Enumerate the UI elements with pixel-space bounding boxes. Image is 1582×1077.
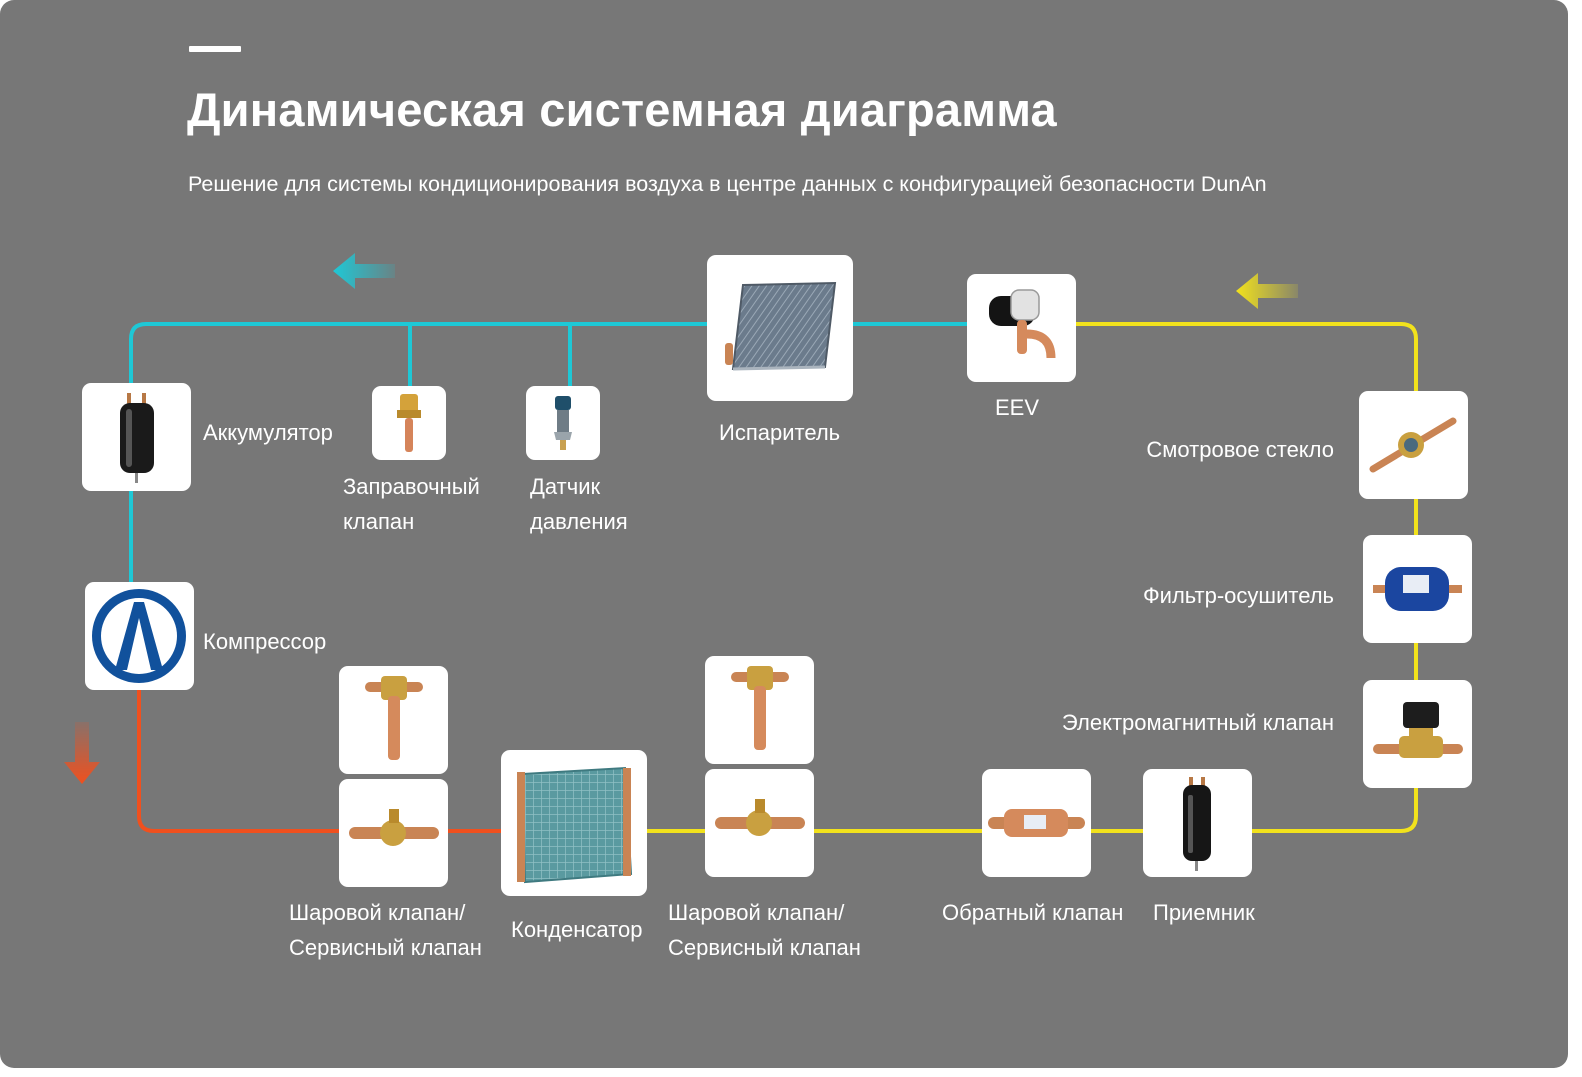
ball-valve-left-label: Шаровой клапан/ Сервисный клапан — [289, 900, 482, 960]
sight-glass-label: Смотровое стекло — [1146, 437, 1334, 462]
service-valve-left-tile[interactable] — [339, 666, 448, 774]
compressor-logo-icon — [92, 589, 186, 683]
evaporator-tile[interactable] — [707, 255, 853, 401]
charging-valve-icon — [397, 394, 421, 452]
page-subtitle: Решение для системы кондиционирования во… — [188, 172, 1267, 196]
condenser-tile[interactable] — [501, 750, 647, 896]
check-valve-tile[interactable] — [982, 769, 1091, 877]
eev-tile[interactable] — [967, 274, 1076, 382]
compressor-label: Компрессор — [203, 629, 327, 654]
pressure-sensor-tile[interactable] — [526, 386, 600, 460]
solenoid-valve-icon — [1373, 702, 1463, 758]
discharge-line — [137, 690, 505, 833]
pressure-sensor-icon — [554, 396, 572, 450]
charging-valve-label: Заправочный клапан — [343, 474, 480, 534]
evaporator-coil-icon — [725, 281, 837, 371]
filter-drier-icon — [1373, 567, 1462, 611]
service-valve-right-tile[interactable] — [705, 656, 814, 764]
sight-glass-icon — [1369, 417, 1457, 473]
page-title: Динамическая системная диаграмма — [187, 83, 1057, 136]
eev-label: EEV — [995, 395, 1040, 420]
receiver-icon — [1183, 777, 1211, 871]
ball-valve-right-tile[interactable] — [705, 769, 814, 877]
condenser-coil-icon — [517, 766, 633, 884]
receiver-label: Приемник — [1153, 900, 1255, 925]
filter-drier-tile[interactable] — [1363, 535, 1472, 643]
service-valve-icon — [731, 666, 789, 750]
pressure-sensor-label: Датчик давления — [530, 474, 628, 534]
charging-valve-tile[interactable] — [372, 386, 446, 460]
receiver-tile[interactable] — [1143, 769, 1252, 877]
service-valve-icon — [365, 676, 423, 760]
check-valve-icon — [988, 809, 1085, 837]
evaporator-label: Испаритель — [719, 420, 841, 445]
ball-valve-icon — [349, 809, 439, 846]
solenoid-valve-tile[interactable] — [1363, 680, 1472, 788]
eev-icon — [989, 289, 1056, 359]
suction-line — [129, 322, 985, 583]
suction-flow-arrow — [333, 253, 395, 289]
title-accent-bar — [189, 46, 241, 52]
ball-valve-right-label: Шаровой клапан/ Сервисный клапан — [668, 900, 861, 960]
accumulator-icon — [120, 393, 154, 483]
ball-valve-left-tile[interactable] — [339, 779, 448, 887]
sight-glass-tile[interactable] — [1359, 391, 1468, 499]
filter-drier-label: Фильтр-осушитель — [1142, 583, 1334, 608]
check-valve-label: Обратный клапан — [942, 900, 1124, 925]
condenser-label: Конденсатор — [511, 917, 643, 942]
accumulator-tile[interactable] — [82, 383, 191, 491]
solenoid-valve-label: Электромагнитный клапан — [1061, 710, 1334, 735]
discharge-flow-arrow — [64, 722, 100, 784]
compressor-tile[interactable] — [85, 582, 194, 690]
accumulator-label: Аккумулятор — [203, 420, 333, 445]
liquid-flow-arrow — [1236, 273, 1298, 309]
ball-valve-icon — [715, 799, 805, 836]
